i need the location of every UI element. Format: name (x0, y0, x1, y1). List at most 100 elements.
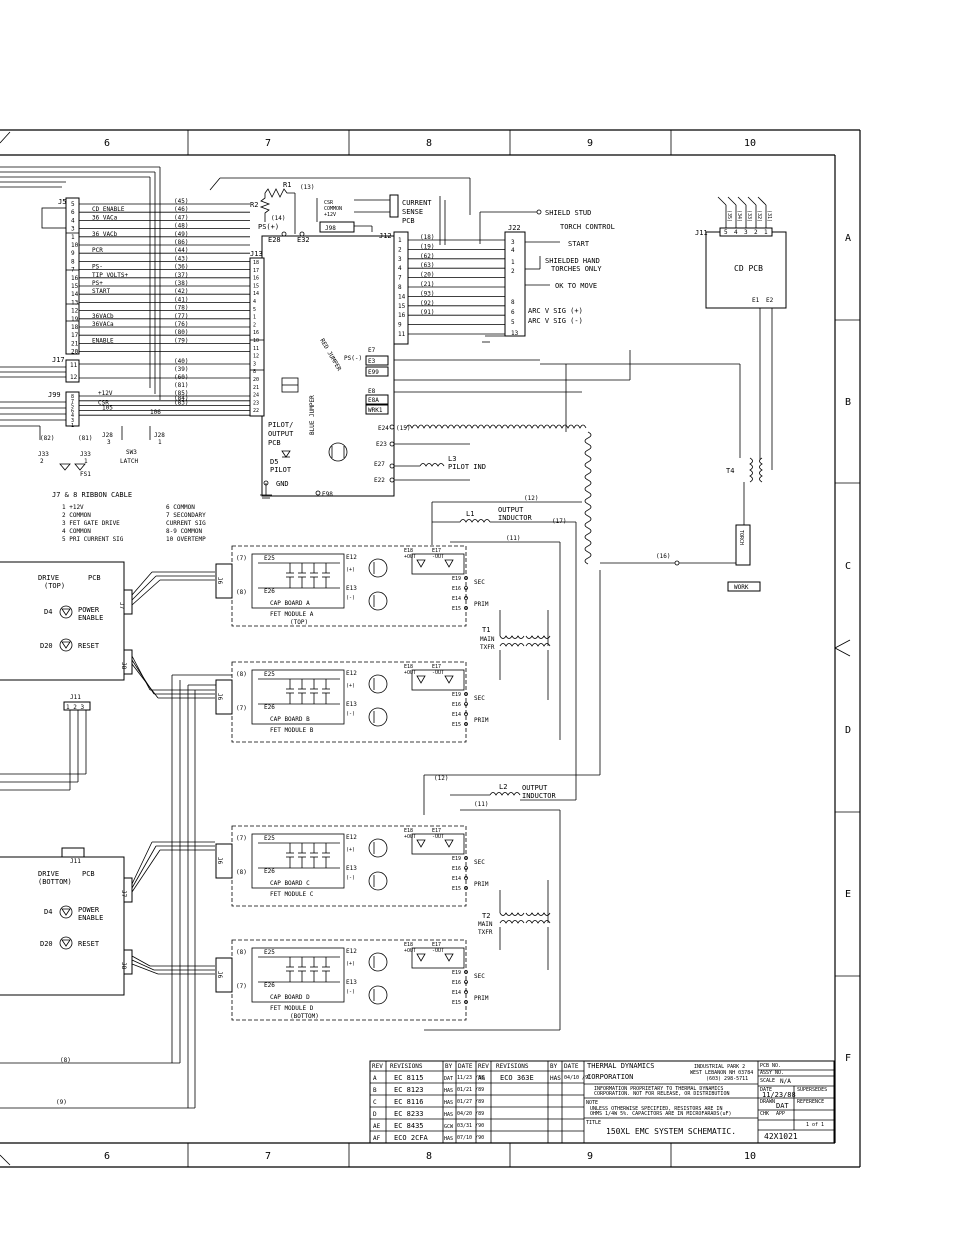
svg-text:DRAWN: DRAWN (760, 1099, 775, 1105)
svg-text:(11): (11) (506, 535, 520, 542)
diode-block (411, 669, 465, 691)
svg-text:ENABLE: ENABLE (78, 914, 103, 922)
svg-text:CHK: CHK (760, 1111, 769, 1117)
ribbon-cable-note: J7 & 8 RIBBON CABLE 1 +12V 2 COMMON 3 FE… (52, 491, 206, 543)
svg-text:SCALE: SCALE (760, 1078, 775, 1084)
j13-pin: 3 (253, 361, 256, 367)
j5-wire-number: (46) (174, 206, 188, 213)
bottom-return-wires: (8) (9) (0, 674, 232, 1109)
e18-label: E18 (404, 664, 413, 670)
svg-text:E22: E22 (374, 477, 385, 484)
terminal-label: E15 (452, 606, 461, 612)
j5-wire-number: (45) (174, 198, 188, 205)
j13-pin: 17 (253, 268, 259, 274)
svg-text:J33: J33 (38, 451, 49, 458)
j12-pin: 15 (398, 303, 406, 310)
j99-pin: 8 (71, 394, 74, 400)
j13-pin: 18 (253, 260, 259, 266)
j6-connector (215, 563, 233, 599)
plus-out-label: +OUT (404, 948, 416, 954)
j5-wire-number: (47) (174, 214, 188, 221)
plus-out-label: +OUT (404, 834, 416, 840)
j5-wire-number: (78) (174, 305, 188, 312)
svg-text:TITLE: TITLE (586, 1120, 601, 1126)
svg-text:T4: T4 (726, 467, 734, 475)
j12-pin: 14 (398, 293, 406, 300)
revision-desc: EC 8233 (394, 1110, 424, 1118)
svg-text:J11: J11 (70, 858, 81, 865)
j5-wire-number: (44) (174, 247, 188, 254)
svg-text:ENABLE: ENABLE (78, 614, 103, 622)
svg-text:MAIN: MAIN (478, 921, 493, 928)
cd-wire-number: (31) (766, 210, 772, 222)
zone-row-c: C (845, 561, 851, 572)
j5-pin: 17 (71, 332, 79, 339)
cd-wire-number: (32) (756, 210, 762, 222)
diode-block (411, 553, 465, 575)
diode-block (411, 947, 465, 969)
j13-pin: 21 (253, 385, 259, 391)
svg-text:POWER: POWER (78, 906, 100, 914)
j6-label: J6 (216, 577, 223, 585)
j5-pin: 16 (71, 275, 79, 282)
j22-pin: 8 (511, 299, 515, 306)
j12-pin: 7 (398, 275, 402, 282)
revision-by: HAS (444, 1136, 453, 1142)
j5-pin: 10 (71, 242, 79, 249)
j5-pin: 6 (71, 209, 75, 216)
svg-text:(11): (11) (474, 801, 488, 808)
j13-pin: 23 (253, 400, 259, 406)
fet-module-label: FET MODULE C (270, 891, 314, 898)
j6-label: J6 (216, 971, 223, 979)
prim-label: PRIM (474, 995, 489, 1002)
wire-label: (7) (236, 555, 247, 562)
svg-text:MAIN: MAIN (480, 636, 495, 643)
wire-label: (7) (236, 835, 247, 842)
j13-pin: 22 (253, 408, 259, 414)
e25-label: E25 (264, 555, 275, 562)
j12-pin: 3 (398, 256, 402, 263)
svg-text:T1: T1 (482, 626, 490, 634)
prim-label: PRIM (474, 881, 489, 888)
e13-label: E13 (346, 585, 357, 592)
j12-wire-number: (92) (420, 300, 434, 307)
svg-text:DRIVE: DRIVE (38, 870, 59, 878)
svg-text:CSR: CSR (324, 200, 334, 206)
j5-wire-number: (80) (174, 329, 188, 336)
cd-wire-bend (747, 196, 757, 206)
svg-text:D4: D4 (44, 608, 52, 616)
terminal-label: E14 (452, 876, 461, 882)
j5-wire-number: (48) (174, 223, 188, 230)
svg-text:BY: BY (445, 1063, 453, 1070)
j13-pin: 10 (253, 338, 259, 344)
j13-pin: 11 (253, 346, 259, 352)
svg-text:11: 11 (70, 362, 78, 369)
j5-pin: 8 (71, 258, 75, 265)
svg-text:PILOT: PILOT (270, 466, 292, 474)
cd-pin: 1 (764, 229, 768, 236)
svg-text:SW3: SW3 (126, 449, 137, 456)
terminal-label: E14 (452, 596, 461, 602)
svg-text:OHMS 1/4W 5%. CAPACITORS ARE I: OHMS 1/4W 5%. CAPACITORS ARE IN MICROFAR… (590, 1111, 731, 1117)
e17-label: E17 (432, 548, 441, 554)
j12-pin: 1 (398, 237, 402, 244)
j5-wire-number: (76) (174, 321, 188, 328)
j12-wire-number: (18) (420, 234, 434, 241)
svg-text:L2: L2 (499, 783, 507, 791)
svg-text:2: 2 (40, 458, 44, 465)
revision-letter: C (373, 1099, 377, 1106)
j5-pin: 19 (71, 316, 79, 323)
svg-text:TORCH CONTROL: TORCH CONTROL (560, 223, 615, 231)
e25-label: E25 (264, 949, 275, 956)
svg-text:DATE: DATE (458, 1063, 473, 1070)
svg-text:10 OVERTEMP: 10 OVERTEMP (166, 536, 206, 543)
svg-text:(60): (60) (174, 374, 188, 381)
e17-label: E17 (432, 664, 441, 670)
j13-pin: 16 (253, 276, 259, 282)
cap-board-label: CAP BOARD B (270, 716, 310, 723)
j99-pin: 3 (71, 418, 74, 424)
svg-text:APP: APP (776, 1111, 785, 1117)
j5-signal-label: PS- (92, 264, 103, 271)
svg-text:D20: D20 (40, 642, 53, 650)
svg-text:E1: E1 (752, 297, 760, 304)
